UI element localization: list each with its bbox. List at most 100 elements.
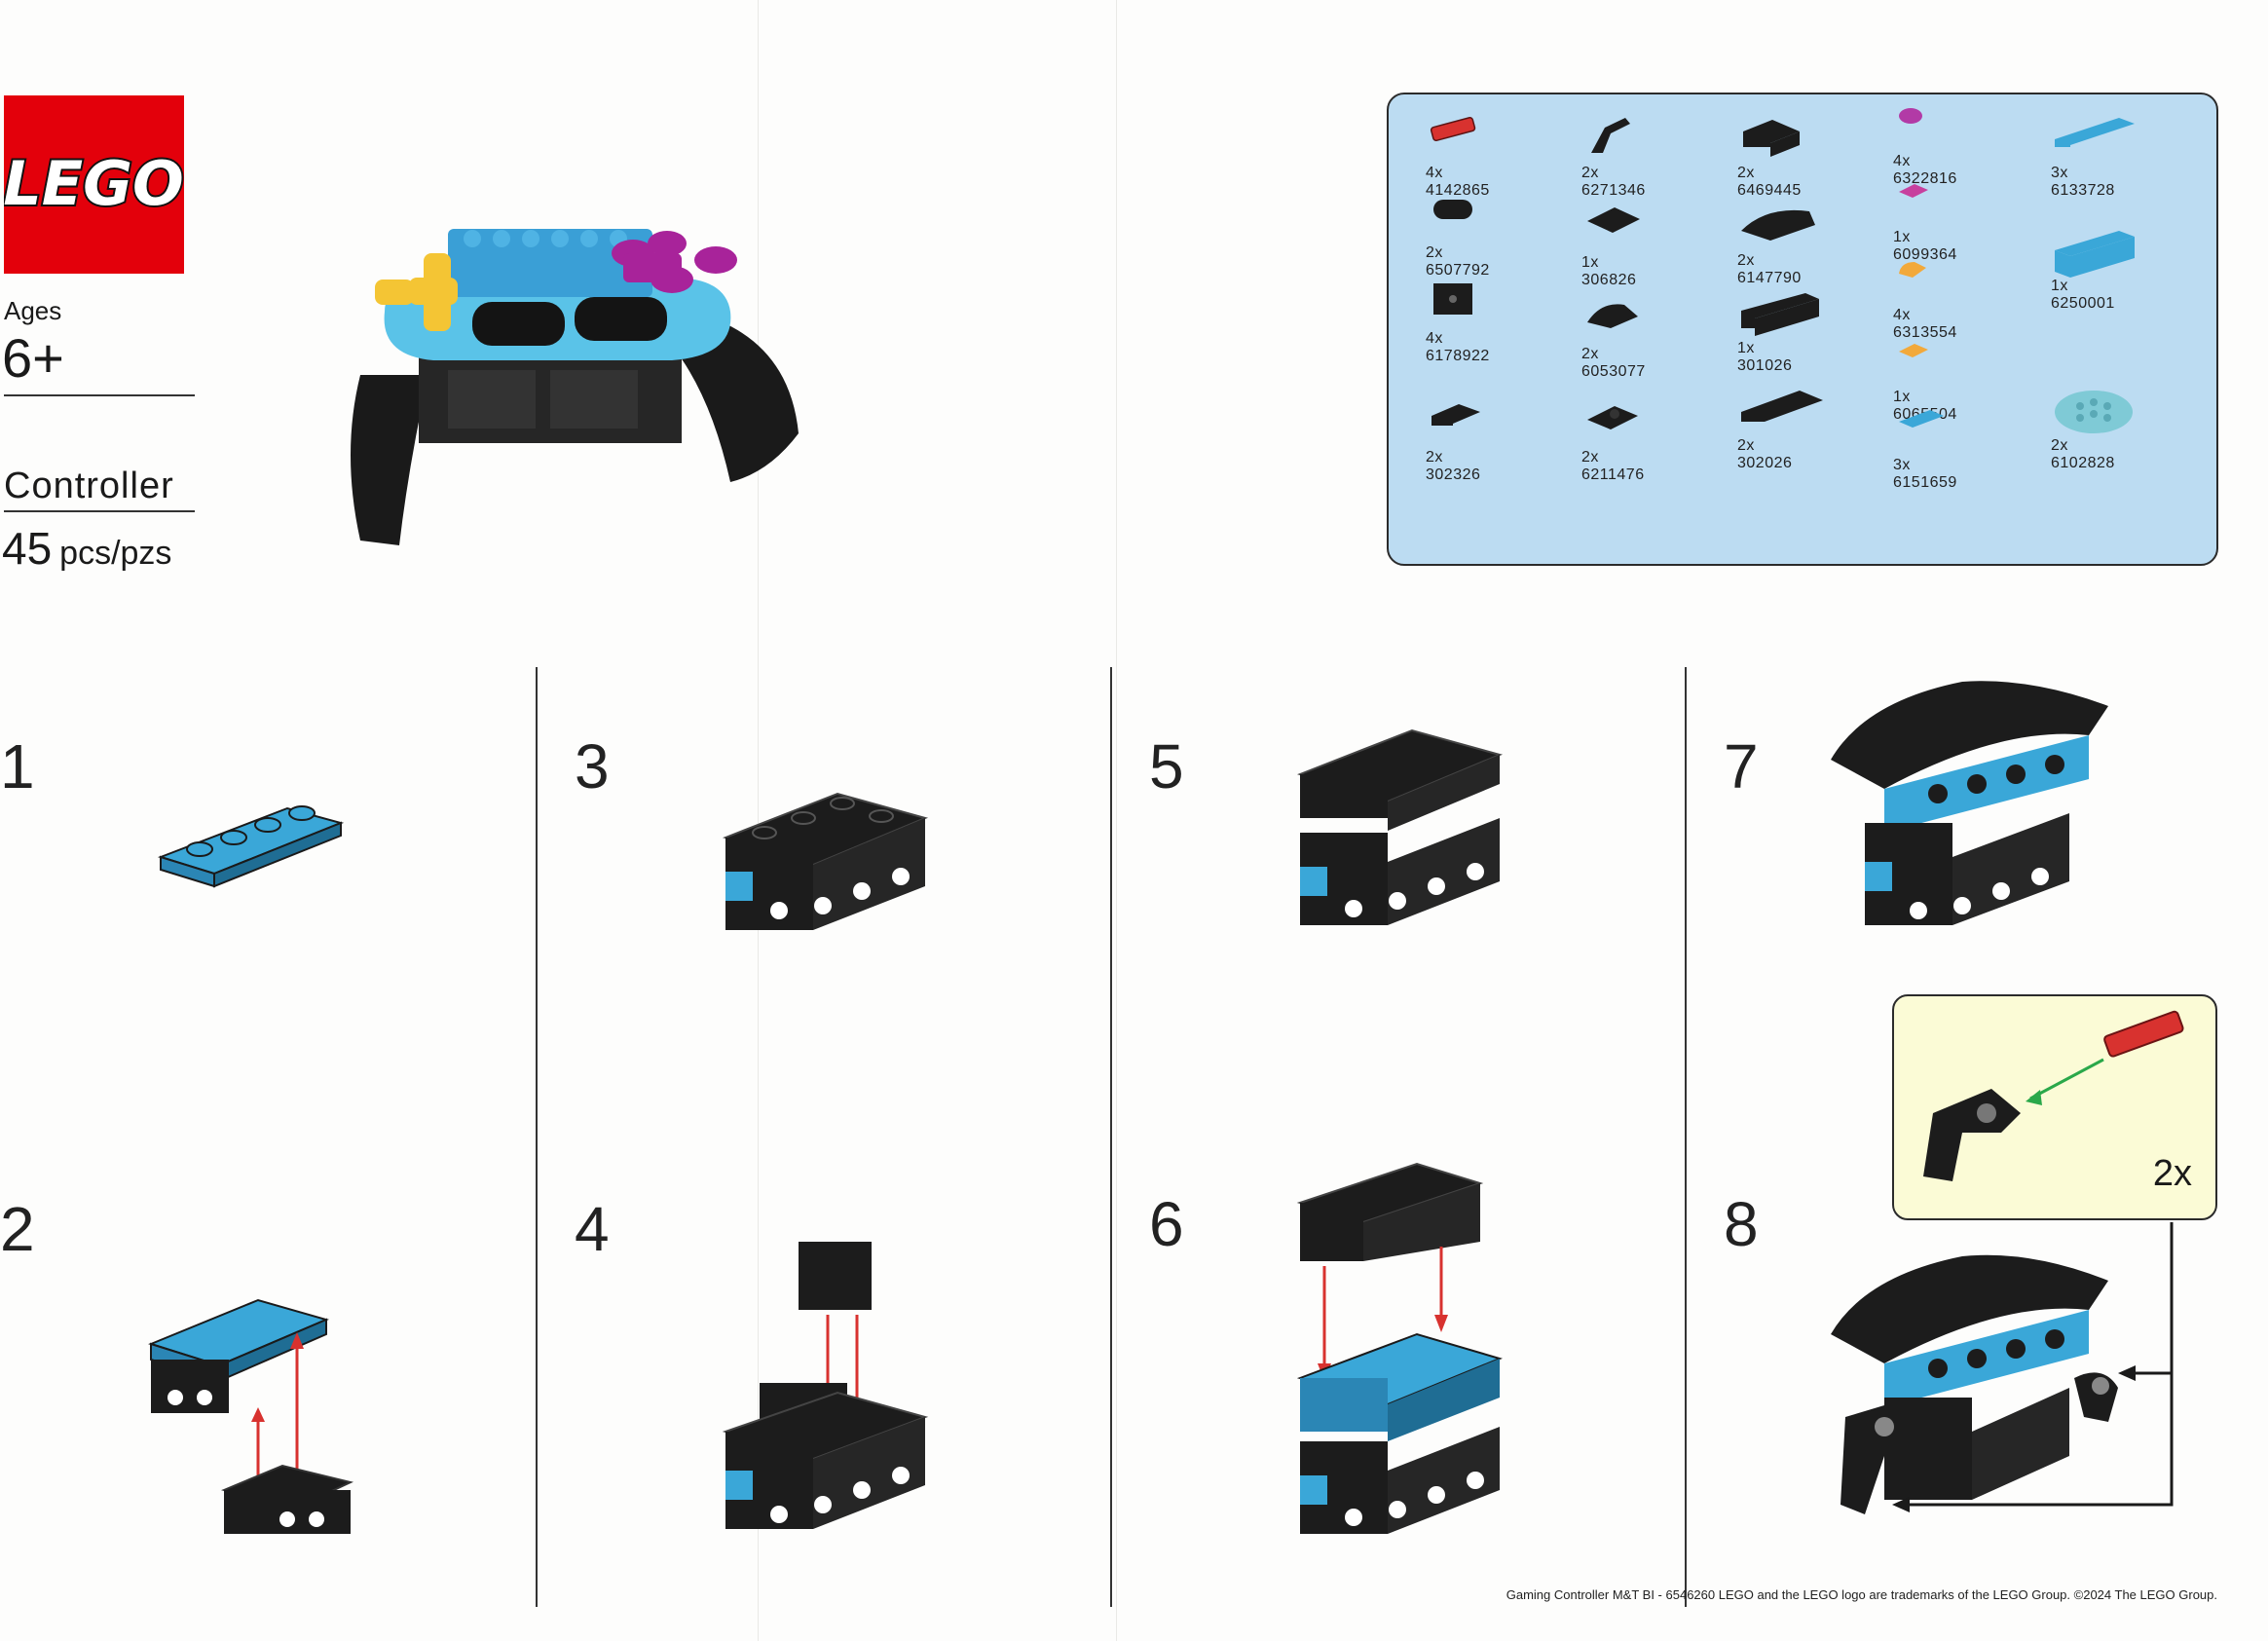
step-8-illustration xyxy=(1831,1222,2174,1514)
finished-model-image xyxy=(351,229,799,545)
part-id: 6151659 xyxy=(1893,474,1957,491)
part-id: 6147790 xyxy=(1737,270,1802,286)
tile-1x2-icon xyxy=(1899,410,1944,428)
lego-logo: LEGO xyxy=(4,95,184,274)
part-id: 6099364 xyxy=(1893,246,1957,263)
part-quantity: 2x xyxy=(2051,437,2068,454)
step-7-illustration xyxy=(1831,681,2108,925)
column-divider xyxy=(536,667,538,1607)
set-name: Controller xyxy=(4,466,174,506)
round-plate-icon xyxy=(1899,108,1922,124)
sub-assembly-callout: 2x xyxy=(1892,994,2217,1220)
part-quantity: 1x xyxy=(2051,278,2068,294)
plate-1x4-icon xyxy=(2055,118,2135,147)
page-fold xyxy=(1116,0,1117,1641)
round-plate-4x4-icon xyxy=(2055,391,2133,433)
part-id: 302026 xyxy=(1737,455,1793,471)
pin-icon xyxy=(1430,116,1476,142)
part-quantity: 2x xyxy=(1426,244,1443,261)
brick-2x2-icon xyxy=(1743,120,1800,157)
slope-curved-2x4-icon xyxy=(1741,209,1815,241)
column-divider xyxy=(1110,667,1112,1607)
part-quantity: 2x xyxy=(1581,165,1599,181)
brick-1x4-side-icon xyxy=(2055,231,2135,278)
callout-illustration xyxy=(1923,1010,2184,1181)
part-quantity: 1x xyxy=(1737,340,1755,356)
plate-1x2-icon xyxy=(1431,404,1480,426)
part-quantity: 3x xyxy=(1893,457,1911,473)
quarter-tile-icon xyxy=(1899,262,1926,278)
part-quantity: 4x xyxy=(1893,307,1911,323)
ages-value: 6+ xyxy=(2,327,64,389)
part-id: 6271346 xyxy=(1581,182,1646,199)
ages-label: Ages xyxy=(4,296,62,325)
connector-icon xyxy=(1591,118,1630,153)
divider xyxy=(4,394,195,396)
part-id: 6507792 xyxy=(1426,262,1490,279)
part-quantity: 2x xyxy=(1581,346,1599,362)
part-quantity: 1x xyxy=(1893,229,1911,245)
part-quantity: 2x xyxy=(1737,165,1755,181)
step-number: 5 xyxy=(1149,731,1184,802)
multiplier-label: 2x xyxy=(2152,1153,2192,1194)
step-5-illustration xyxy=(1296,728,1504,925)
step-number: 8 xyxy=(1724,1189,1759,1259)
part-id: 6211476 xyxy=(1581,466,1645,483)
tile-2x2-icon xyxy=(1587,207,1640,233)
part-id: 4142865 xyxy=(1426,182,1490,199)
part-id: 301026 xyxy=(1737,357,1793,374)
part-quantity: 4x xyxy=(1426,330,1443,347)
plate-2x4-icon xyxy=(1741,391,1823,422)
part-id: 6178922 xyxy=(1426,348,1490,364)
step-3-illustration xyxy=(722,792,929,930)
part-id: 6322816 xyxy=(1893,170,1957,187)
part-quantity: 3x xyxy=(2051,165,2068,181)
logo-wordmark: LEGO xyxy=(4,148,184,219)
step-4-illustration xyxy=(722,1242,929,1529)
part-id: 6250001 xyxy=(2051,295,2115,312)
legal-footer: Gaming Controller M&T BI - 6546260 LEGO … xyxy=(1506,1587,2217,1602)
tile-1x1-icon xyxy=(1899,184,1928,198)
part-quantity: 4x xyxy=(1893,153,1911,169)
brick-1x1-side-icon xyxy=(1433,283,1472,315)
piece-count-number: 45 xyxy=(2,523,53,574)
piece-count-unit: pcs/pzs xyxy=(59,535,172,572)
part-id: 6053077 xyxy=(1581,363,1646,380)
tile-round-icon xyxy=(1433,200,1472,219)
part-id: 6313554 xyxy=(1893,324,1957,341)
divider xyxy=(4,510,195,512)
plate-corner-icon xyxy=(1587,406,1638,429)
brick-1x4-icon xyxy=(1741,293,1819,336)
page-fold xyxy=(758,0,759,1641)
part-quantity: 2x xyxy=(1581,449,1599,466)
column-divider xyxy=(1685,667,1687,1607)
part-quantity: 2x xyxy=(1737,252,1755,269)
part-id: 6102828 xyxy=(2051,455,2115,471)
part-quantity: 2x xyxy=(1737,437,1755,454)
step-6-illustration xyxy=(1296,1162,1504,1534)
part-id: 306826 xyxy=(1581,272,1637,288)
step-number: 2 xyxy=(0,1194,35,1264)
part-quantity: 2x xyxy=(1426,449,1443,466)
part-quantity: 4x xyxy=(1426,165,1443,181)
step-number: 1 xyxy=(0,731,35,802)
part-id: 302326 xyxy=(1426,466,1481,483)
step-number: 6 xyxy=(1149,1189,1184,1259)
part-id: 6133728 xyxy=(2051,182,2115,199)
